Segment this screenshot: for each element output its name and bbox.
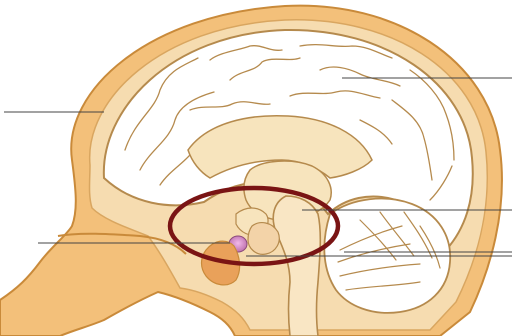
hypothalamus <box>248 223 279 255</box>
